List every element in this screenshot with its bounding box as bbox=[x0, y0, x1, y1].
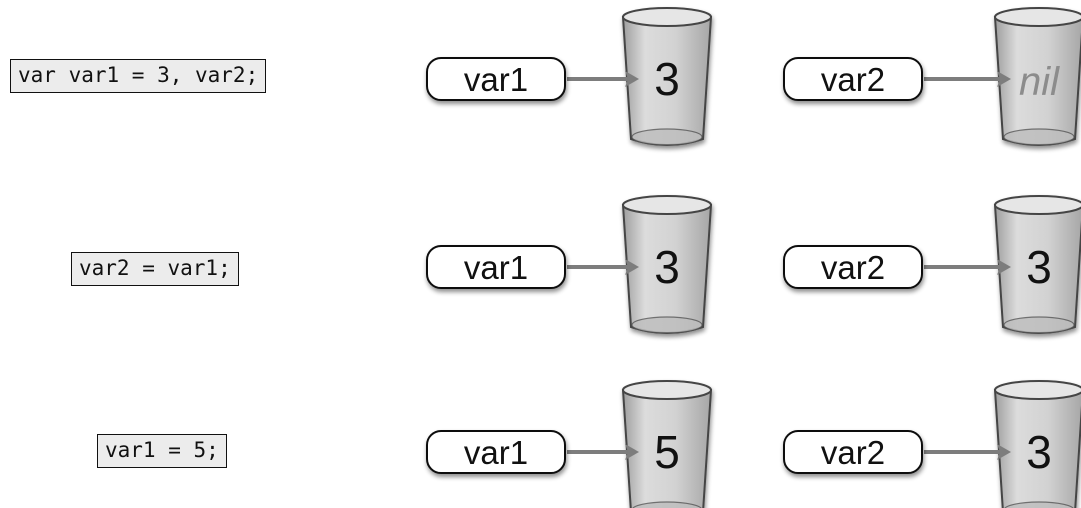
cup-value: 5 bbox=[654, 426, 680, 478]
variable-label-box bbox=[783, 57, 923, 101]
arrow-head-icon bbox=[997, 444, 1011, 460]
value-cup bbox=[621, 195, 713, 334]
variable-name: var2 bbox=[821, 434, 885, 471]
code-statement-1: var var1 = 3, var2; bbox=[10, 59, 267, 93]
variable-name: var1 bbox=[464, 61, 528, 98]
cup-value: 3 bbox=[654, 53, 680, 105]
var-3-2: 3 var2 bbox=[783, 380, 1081, 508]
cup-value: 3 bbox=[1026, 241, 1052, 293]
code-statement-3: var1 = 5; bbox=[97, 434, 227, 468]
var-2-1: 3 var1 bbox=[426, 195, 713, 334]
variable-name: var1 bbox=[464, 249, 528, 286]
cup-value: 3 bbox=[654, 241, 680, 293]
arrow-head-icon bbox=[997, 71, 1011, 87]
arrow-head-icon bbox=[625, 444, 639, 460]
variable-name: var2 bbox=[821, 61, 885, 98]
arrow-head-icon bbox=[997, 259, 1011, 275]
value-cup bbox=[993, 7, 1081, 146]
var-1-2: nil var2 bbox=[783, 7, 1081, 146]
arrow-head-icon bbox=[625, 259, 639, 275]
cup-value: nil bbox=[1019, 60, 1060, 104]
variable-label-box bbox=[783, 245, 923, 289]
variable-name: var1 bbox=[464, 434, 528, 471]
arrow-head-icon bbox=[625, 71, 639, 87]
variable-label-box bbox=[783, 430, 923, 474]
var-3-1: 5 var1 bbox=[426, 380, 713, 508]
variable-label-box bbox=[426, 430, 566, 474]
value-cup bbox=[993, 380, 1081, 508]
value-cup bbox=[621, 7, 713, 146]
value-cup bbox=[993, 195, 1081, 334]
var-2-2: 3 var2 bbox=[783, 195, 1081, 334]
variable-label-box bbox=[426, 245, 566, 289]
code-statement-2: var2 = var1; bbox=[71, 252, 239, 286]
variable-name: var2 bbox=[821, 249, 885, 286]
variable-label-box bbox=[426, 57, 566, 101]
var-1-1: 3 var1 bbox=[426, 7, 713, 146]
cup-value: 3 bbox=[1026, 426, 1052, 478]
value-cup bbox=[621, 380, 713, 508]
